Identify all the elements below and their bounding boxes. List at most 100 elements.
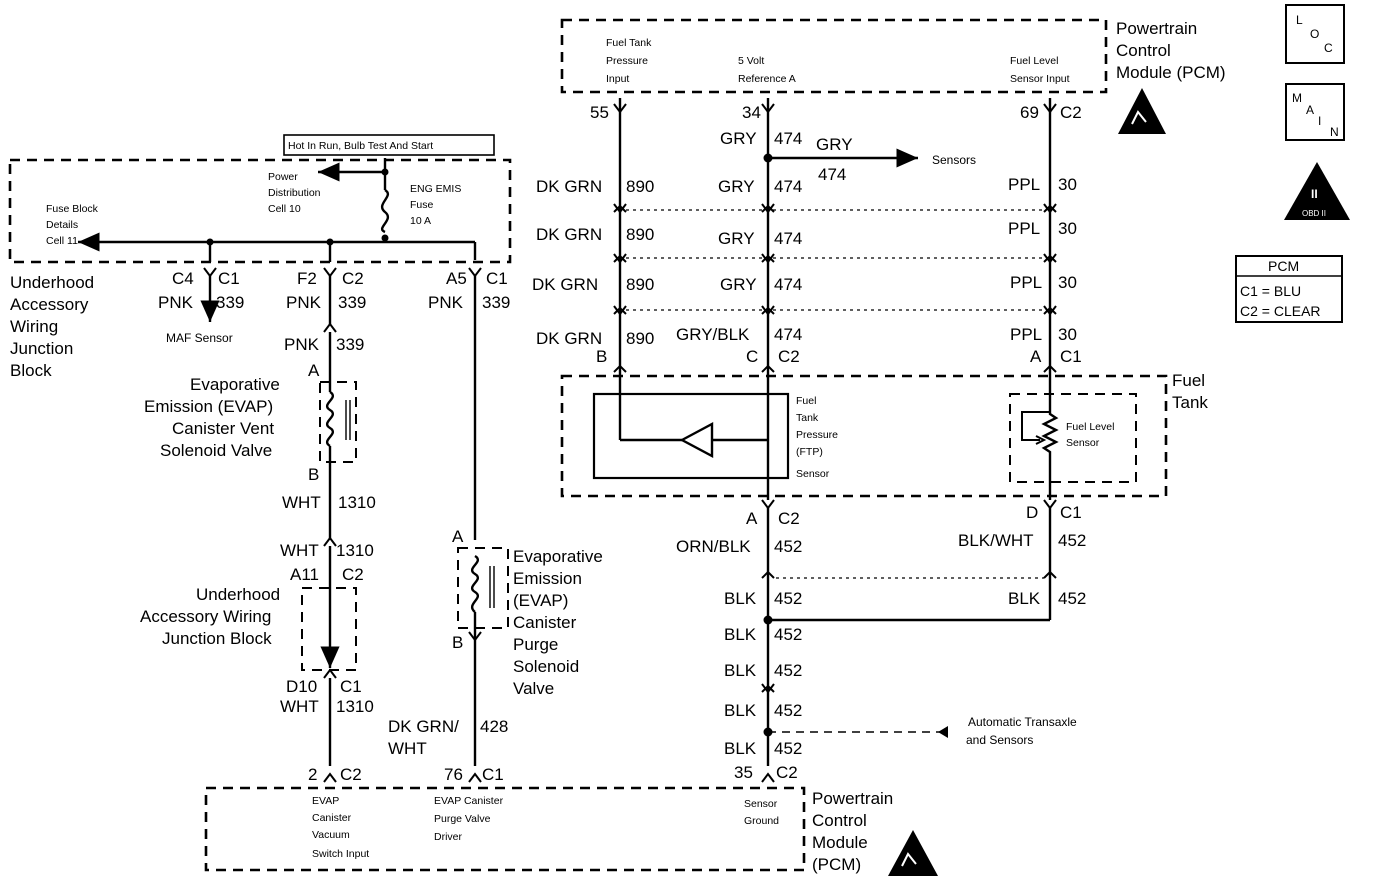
diagram-label: 30	[1058, 219, 1077, 238]
fuel-level-circuit: PPL 30 PPL 30 PPL 30 PPL 30 A C1	[1008, 98, 1082, 410]
obd-badge: II OBD II	[1284, 162, 1350, 220]
diagram-label: Fuel	[796, 395, 816, 407]
diagram-label: Sensor	[796, 468, 830, 480]
ground-circuit: A C2 D C1 Automatic Transaxle and Sensor…	[676, 499, 1086, 766]
diagram-label: 474	[774, 129, 802, 148]
pcm-top: Fuel Tank Pressure Input 5 Volt Referenc…	[560, 18, 1226, 134]
hot-in-run-label: Hot In Run, Bulb Test And Start	[288, 140, 433, 152]
pcm-top-input-label: Reference A	[738, 73, 796, 85]
loc-badge: L O C	[1285, 4, 1345, 64]
diagram-label: D10	[286, 677, 317, 696]
diagram-label: WHT	[388, 739, 427, 758]
diagram-label: A5	[446, 269, 467, 288]
diagram-label: GRY/BLK	[676, 325, 750, 344]
diagram-label: GRY	[720, 129, 757, 148]
underhood-junction-block-2: Underhood Accessory Wiring Junction Bloc…	[140, 546, 374, 766]
diagram-label: Purge	[513, 635, 558, 654]
diagram-label: 452	[774, 625, 802, 644]
diagram-label: 474	[774, 325, 802, 344]
diagram-label: B	[452, 633, 463, 652]
diagram-label: 474	[774, 229, 802, 248]
diagram-label: Wiring	[10, 317, 58, 336]
diagram-label: Tank	[796, 412, 819, 424]
diagram-label: 30	[1058, 175, 1077, 194]
pcm-bottom: 2 C2 76 C1 35 C2 EVAP Canister Vacuum Sw…	[204, 763, 938, 876]
diagram-label: C1	[340, 677, 362, 696]
diagram-label: ORN/BLK	[676, 537, 751, 556]
diagram-label: GRY	[718, 229, 755, 248]
diagram-label: C2	[778, 509, 800, 528]
diagram-label: C1	[486, 269, 508, 288]
diagram-label: Pressure	[796, 429, 838, 441]
diagram-label: PCM	[1268, 258, 1299, 274]
diagram-label: (FTP)	[796, 446, 823, 458]
diagram-label: 452	[774, 589, 802, 608]
esd-warning-icon	[1118, 88, 1166, 134]
diagram-label: 890	[626, 177, 654, 196]
diagram-label: Block	[10, 361, 52, 380]
pin-label: 55	[590, 103, 609, 122]
diagram-label: PPL	[1008, 219, 1040, 238]
diagram-label: 474	[774, 275, 802, 294]
diagram-label: PNK	[428, 293, 464, 312]
diagram-label: Switch Input	[312, 848, 369, 860]
pcm-top-input-label: Input	[606, 73, 629, 85]
diagram-label: Junction	[10, 339, 73, 358]
diagram-label: D	[1026, 503, 1038, 522]
underhood-junction-block: Hot In Run, Bulb Test And Start Power Di…	[8, 134, 512, 380]
diagram-label: C	[1324, 41, 1333, 55]
diagram-label: (PCM)	[812, 855, 861, 874]
diagram-label: Automatic Transaxle	[968, 715, 1077, 729]
diagram-label: B	[308, 465, 319, 484]
diagram-label: Emission (EVAP)	[144, 397, 273, 416]
canister-vent-solenoid: PNK 339 A B Evaporative Emission (EVAP) …	[144, 276, 376, 584]
main-badge: M A I N	[1285, 83, 1345, 141]
diagram-label: C2	[340, 765, 362, 784]
diagram-label: Powertrain	[812, 789, 893, 808]
diagram-label: 339	[482, 293, 510, 312]
diagram-label: 76	[444, 765, 463, 784]
diagram-label: A	[452, 527, 464, 546]
diagram-label: GRY	[718, 177, 755, 196]
diagram-label: PNK	[286, 293, 322, 312]
diagram-label: Driver	[434, 831, 463, 843]
diagram-label: EVAP	[312, 795, 339, 807]
diagram-label: BLK/WHT	[958, 531, 1034, 550]
diagram-label: Cell 10	[268, 203, 301, 215]
diagram-label: Valve	[513, 679, 554, 698]
maf-sensor-label: MAF Sensor	[166, 331, 233, 345]
diagram-label: Accessory Wiring	[140, 607, 271, 626]
diagram-label: Control	[812, 811, 867, 830]
diagram-label: Solenoid Valve	[160, 441, 272, 460]
pcm-top-title: Powertrain	[1116, 19, 1197, 38]
diagram-label: 474	[818, 165, 846, 184]
diagram-label: Solenoid	[513, 657, 579, 676]
diagram-label: 1310	[338, 493, 376, 512]
diagram-label: 452	[774, 537, 802, 556]
diagram-label: and Sensors	[966, 733, 1033, 747]
pin-label: 69	[1020, 103, 1039, 122]
diagram-label: A	[1030, 347, 1042, 366]
diagram-label: 474	[774, 177, 802, 196]
pcm-top-title: Control	[1116, 41, 1171, 60]
diagram-label: ENG EMIS	[410, 183, 461, 195]
diagram-label: 428	[480, 717, 508, 736]
diagram-label: Underhood	[10, 273, 94, 292]
diagram-label: Details	[46, 219, 78, 231]
diagram-label: Junction Block	[162, 629, 272, 648]
diagram-label: Fuse	[410, 199, 434, 211]
diagram-label: Module	[812, 833, 868, 852]
diagram-label: C2	[342, 565, 364, 584]
sensors-label: Sensors	[932, 153, 976, 167]
diagram-label: BLK	[724, 589, 757, 608]
diagram-label: Tank	[1172, 393, 1208, 412]
diagram-label: 35	[734, 763, 753, 782]
diagram-label: GRY	[720, 275, 757, 294]
pin-label: C2	[1060, 103, 1082, 122]
pcm-top-input-label: 5 Volt	[738, 55, 764, 67]
diagram-label: DK GRN	[536, 177, 602, 196]
diagram-label: C1 = BLU	[1240, 283, 1301, 299]
diagram-label: 30	[1058, 325, 1077, 344]
diagram-label: Emission	[513, 569, 582, 588]
